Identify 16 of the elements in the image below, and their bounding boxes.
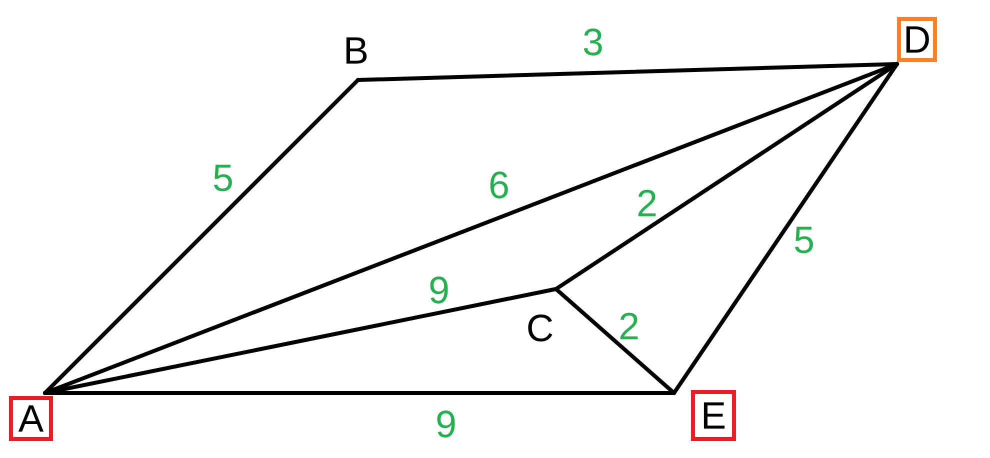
- edge-label: 3: [584, 28, 602, 56]
- vertex-letter: B: [346, 37, 367, 64]
- boxed-letter: A: [9, 396, 53, 441]
- edge-label: 9: [437, 410, 455, 438]
- edge-label: 6: [490, 172, 508, 198]
- boxed-letter: D: [897, 17, 937, 62]
- boxed-letter: E: [691, 390, 736, 441]
- edge-label: 2: [638, 190, 656, 216]
- edge-label: 5: [794, 226, 813, 254]
- edge-line: [672, 62, 899, 395]
- edge-line: [356, 62, 899, 82]
- vertex-letter: C: [528, 314, 552, 342]
- edge-label: 5: [214, 164, 232, 192]
- edge-label: 9: [430, 276, 448, 304]
- edge-line: [43, 391, 676, 395]
- edge-label: 2: [620, 312, 638, 340]
